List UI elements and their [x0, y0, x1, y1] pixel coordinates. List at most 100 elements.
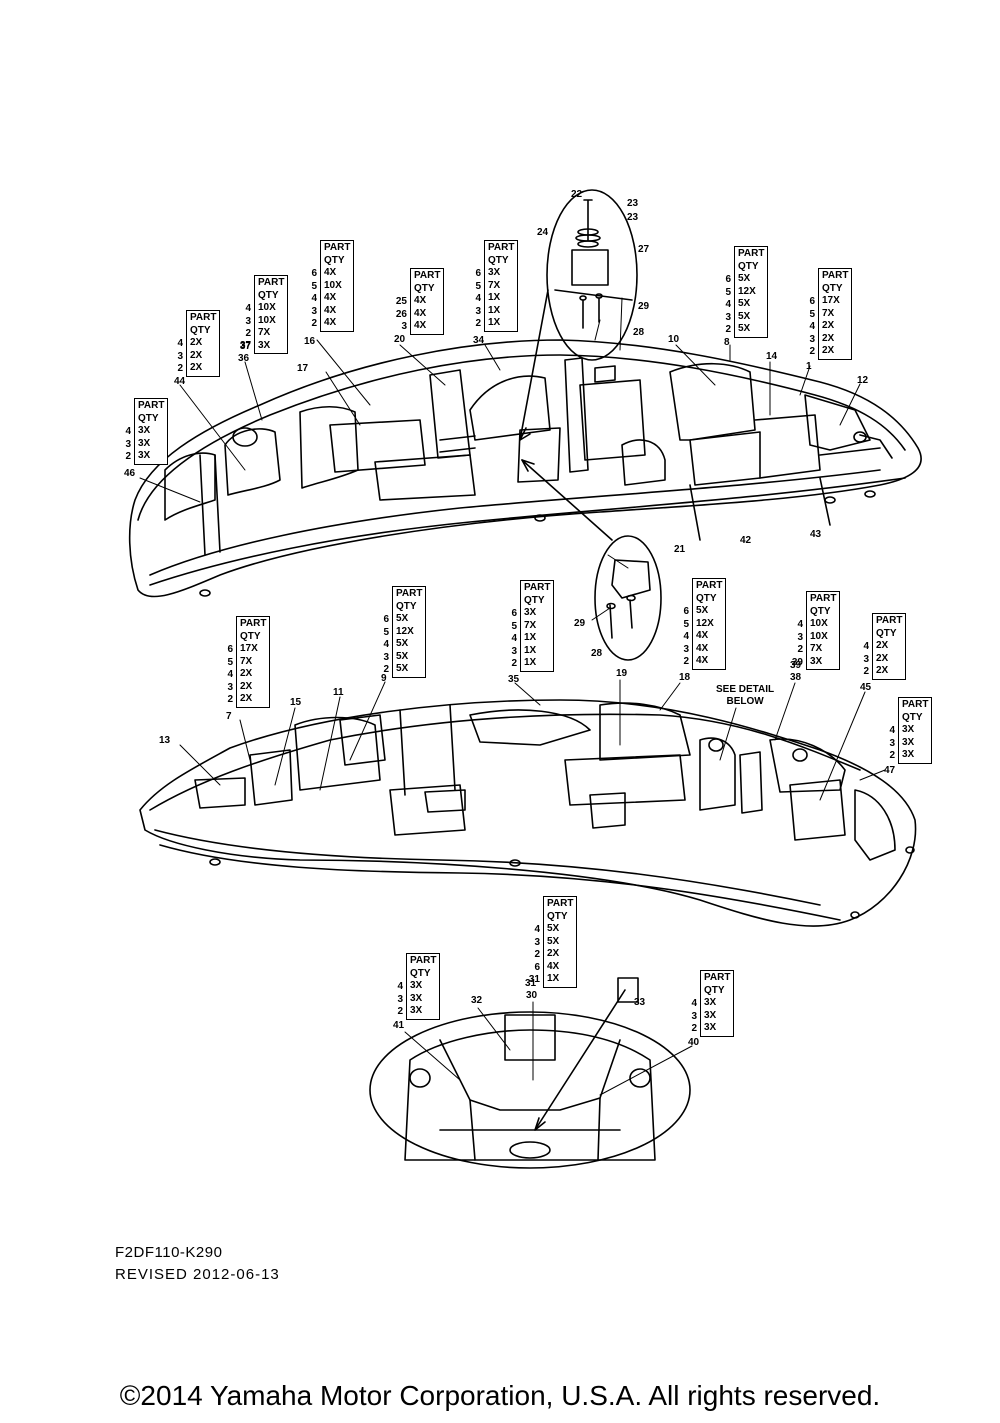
qty-value: 4X	[324, 304, 337, 316]
qty-value: 5X	[738, 273, 751, 284]
part-number: 6	[683, 606, 689, 617]
part-number: 3	[397, 993, 403, 1005]
part-number: 3	[683, 643, 689, 655]
qty-value: 2X	[822, 332, 835, 344]
qty-value: 2X	[547, 948, 560, 959]
qty-value: 3X	[524, 607, 537, 618]
part-number: 2	[311, 318, 317, 329]
qty-value: 3X	[138, 425, 151, 436]
qty-header: QTY	[902, 711, 923, 723]
part-header: PART	[738, 248, 765, 259]
qty-value: 3X	[810, 655, 823, 667]
part-number: 3	[863, 653, 869, 665]
qty-value: 5X	[696, 605, 709, 616]
part-header: PART	[240, 618, 267, 629]
part-number: 3	[383, 651, 389, 663]
qty-value: 2X	[240, 680, 253, 692]
part-number: 3	[511, 645, 517, 657]
part-callout: 42	[740, 535, 752, 546]
copyright-notice: ©2014 Yamaha Motor Corporation, U.S.A. A…	[119, 1380, 881, 1411]
part-number: 4	[245, 303, 251, 314]
part-number: 6	[383, 614, 389, 625]
part-number: 5	[475, 280, 481, 292]
part-header: PART	[822, 270, 849, 281]
qty-header: QTY	[876, 627, 897, 639]
part-header: PART	[547, 898, 574, 909]
qty-value: 5X	[396, 650, 409, 662]
qty-header: QTY	[547, 910, 568, 922]
part-number: 2	[227, 694, 233, 705]
qty-value: 5X	[396, 613, 409, 624]
qty-value: 2X	[876, 652, 889, 664]
qty-value: 2X	[240, 693, 253, 704]
part-number: 5	[511, 620, 517, 632]
part-number: 6	[534, 961, 540, 973]
qty-value: 3X	[410, 1005, 423, 1016]
part-number: 4	[797, 619, 803, 630]
part-number: 4	[383, 639, 389, 650]
qty-header: QTY	[190, 324, 211, 336]
qty-value: 4X	[696, 655, 709, 666]
part-header: PART	[190, 312, 217, 323]
detail-bubble-top	[519, 189, 638, 441]
part-number: 3	[311, 305, 317, 317]
qty-value: 5X	[738, 298, 751, 309]
qty-value: 2X	[876, 640, 889, 651]
qty-header: QTY	[822, 282, 843, 294]
part-callout: 27	[638, 244, 650, 255]
qty-value: 5X	[396, 638, 409, 649]
part-callout: 10	[668, 334, 680, 345]
qty-value: 10X	[324, 279, 342, 291]
part-callout: 38	[790, 672, 802, 683]
qty-value: 2X	[190, 337, 203, 348]
part-number: 4	[889, 725, 895, 736]
part-number: 26	[395, 308, 407, 320]
qty-value: 2X	[822, 320, 835, 331]
part-number: 3	[401, 321, 407, 332]
qty-value: 3X	[138, 437, 151, 449]
qty-value: 3X	[138, 450, 151, 461]
leader-lines	[139, 297, 886, 1096]
qty-header: QTY	[414, 282, 435, 294]
part-number: 2	[383, 664, 389, 675]
part-callout: 16	[304, 336, 316, 347]
part-number: 3	[725, 311, 731, 323]
part-callout: 23	[627, 212, 639, 223]
qty-value: 12X	[396, 625, 414, 637]
part-number: 3	[797, 631, 803, 643]
qty-value: 2X	[822, 345, 835, 356]
part-number: 2	[725, 324, 731, 335]
part-number: 5	[311, 280, 317, 292]
qty-value: 2X	[240, 668, 253, 679]
part-number: 39	[791, 656, 803, 668]
qty-header: QTY	[324, 254, 345, 266]
detail-bubble-middle	[521, 459, 662, 661]
part-callout: 36	[238, 353, 250, 364]
part-number: 4	[511, 633, 517, 644]
part-number: 37	[239, 340, 251, 352]
part-callout: 40	[688, 1037, 700, 1048]
part-callout: 20	[394, 334, 406, 345]
part-callout: 41	[393, 1020, 405, 1031]
part-callout: 29	[638, 301, 650, 312]
part-number: 4	[177, 338, 183, 349]
qty-header: QTY	[524, 594, 545, 606]
part-header: PART	[902, 699, 929, 710]
part-number: 3	[809, 333, 815, 345]
part-callout: 18	[679, 672, 691, 683]
qty-header: QTY	[258, 289, 279, 301]
part-number: 2	[863, 666, 869, 677]
